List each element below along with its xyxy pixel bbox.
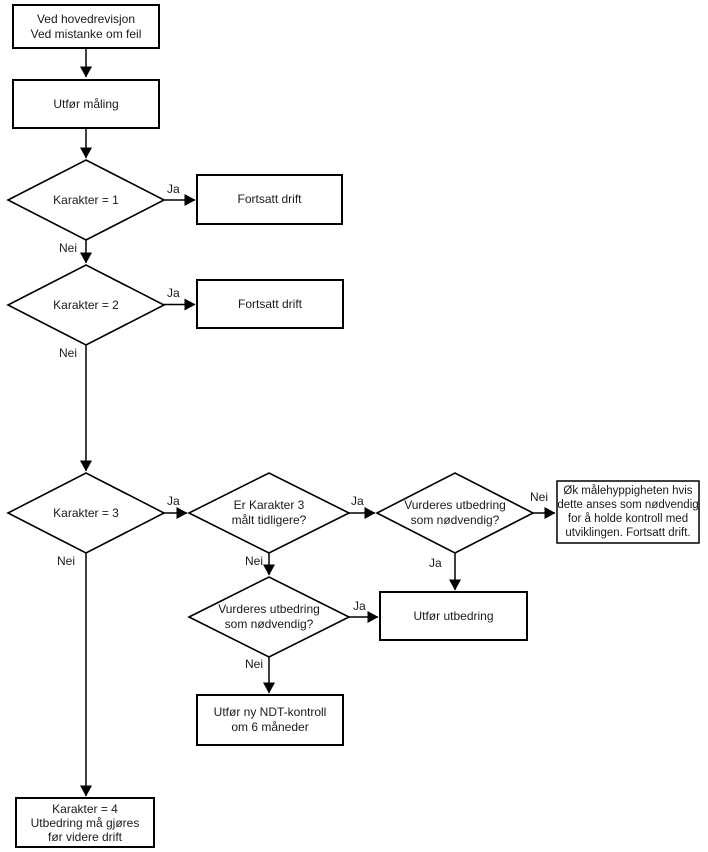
perform-repair-node-shape	[379, 591, 528, 641]
continue2-node-shape	[196, 279, 344, 329]
grade1-decision-shape	[6, 159, 166, 241]
continue1-node-shape	[196, 174, 343, 225]
measured-before-decision-shape	[187, 472, 351, 554]
increase-frequency-node-shape	[556, 480, 700, 544]
perform-measurement-node-shape	[12, 79, 160, 129]
consider-repair-lower-decision-shape	[187, 576, 351, 658]
ndt-control-node-shape	[196, 694, 344, 746]
grade3-decision-shape	[6, 472, 166, 554]
grade2-decision-shape	[6, 264, 166, 346]
consider-repair-upper-decision-shape	[375, 472, 535, 554]
grade4-node-shape	[15, 797, 155, 848]
start-node-shape	[12, 4, 160, 49]
